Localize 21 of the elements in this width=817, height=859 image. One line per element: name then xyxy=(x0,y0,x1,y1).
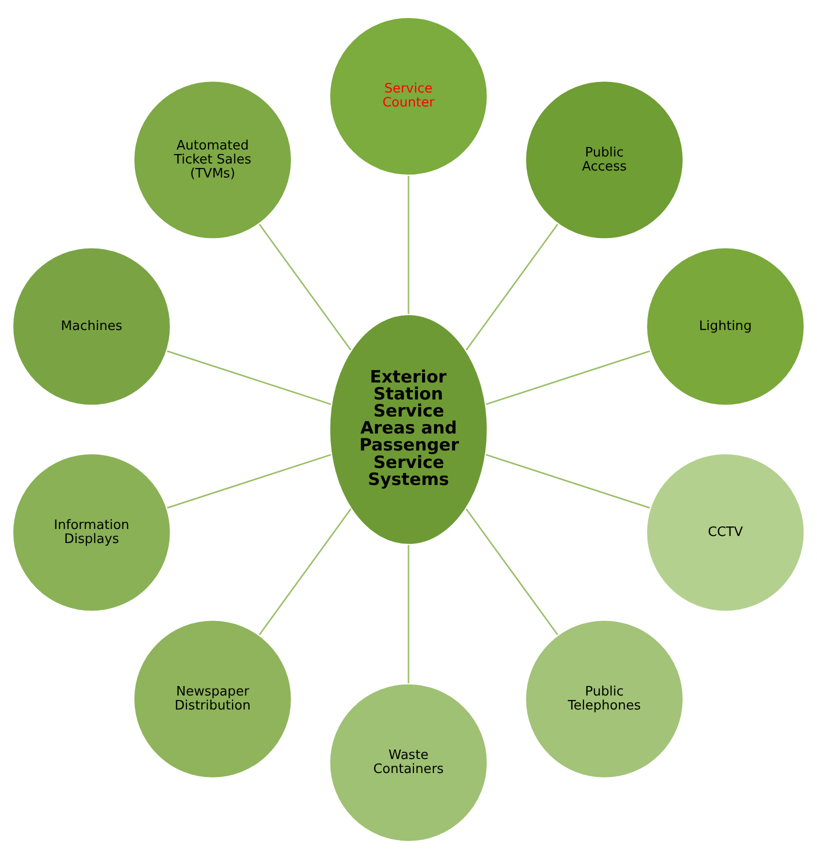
node-circle: Public Access xyxy=(524,80,685,240)
node-circle: Information Displays xyxy=(11,452,172,613)
connector xyxy=(486,454,650,509)
node-circle: Waste Containers xyxy=(328,682,489,843)
node-circle: Machines xyxy=(11,246,172,407)
connector xyxy=(466,224,558,351)
node-ellipse: Exterior Station Service Areas and Passenger Service Systems xyxy=(328,313,489,546)
connector xyxy=(167,350,332,406)
connector xyxy=(408,176,410,314)
node-circle: Newspaper Distribution xyxy=(132,618,293,780)
connector xyxy=(258,224,352,351)
connector xyxy=(408,545,410,684)
connector xyxy=(258,508,352,636)
connector xyxy=(167,454,332,509)
node-circle: CCTV xyxy=(645,452,806,613)
connector xyxy=(486,350,650,406)
connector xyxy=(466,508,558,636)
node-circle: Service Counter xyxy=(328,16,489,177)
node-circle: Automated Ticket Sales (TVMs) xyxy=(132,80,293,240)
node-circle: Lighting xyxy=(645,246,806,407)
node-circle: Public Telephones xyxy=(524,618,685,780)
